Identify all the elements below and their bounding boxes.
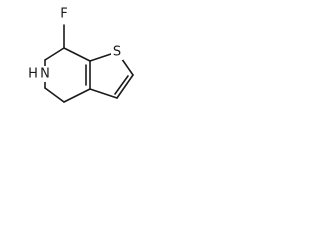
sulfur-atom-label: S [113,45,121,60]
bond-c3-c3a [89,88,118,99]
nitrogen-label-mask [26,66,52,82]
fluorine-label-mask [58,6,70,21]
molecule-structure-diagram: F S H N [26,6,134,103]
nitrogen-hydrogen-label: H [28,67,38,82]
bond-c2-c3-inner [114,75,129,95]
atom-label-layer: F S H N [26,6,123,82]
nitrogen-atom-label: N [40,67,50,82]
bond-c2-c3 [116,74,134,99]
bond-c7-c6 [44,47,65,61]
bond-layer [44,24,134,103]
bond-n5-c4 [44,87,65,103]
fluorine-atom-label: F [60,7,67,22]
bond-c4-c3a [63,88,91,103]
sulfur-label-mask [111,44,123,60]
bond-c7-c7a [63,47,91,62]
